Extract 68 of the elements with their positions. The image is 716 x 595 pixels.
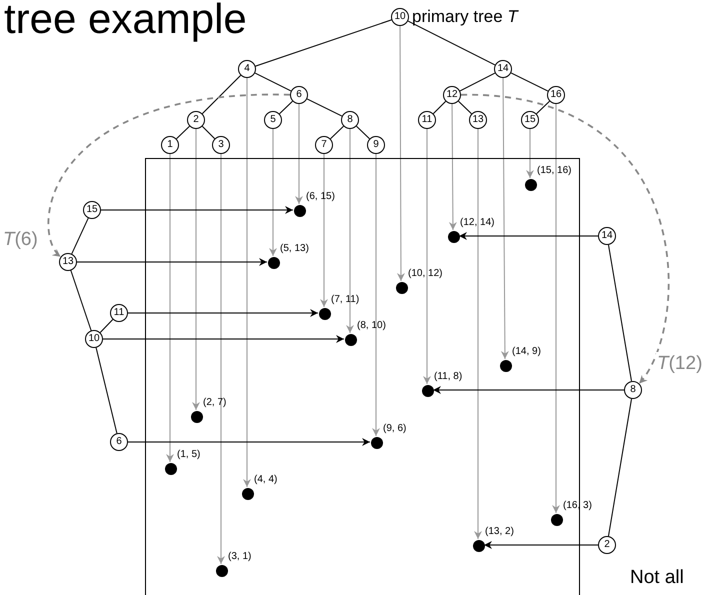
tree-edge: [432, 100, 446, 114]
tree-edge: [608, 398, 632, 537]
point-label: (4, 4): [254, 474, 278, 486]
point-label: (8, 10): [357, 320, 386, 332]
tree-edge: [71, 218, 89, 254]
point-label: (15, 16): [537, 165, 572, 177]
arrow: [217, 154, 225, 564]
arrow: [320, 154, 328, 308]
arrow: [458, 232, 598, 240]
arrow: [269, 128, 277, 256]
arrow: [346, 128, 354, 334]
arrow: [526, 128, 534, 178]
arrow: [552, 104, 560, 514]
arrow: [128, 309, 318, 317]
tree-edge: [356, 126, 370, 140]
arrow: [484, 541, 598, 549]
point-label: (3, 1): [228, 551, 252, 563]
arrow: [432, 386, 624, 394]
edge-label: T(6): [2, 228, 39, 252]
arrow: [500, 78, 509, 360]
arrow: [423, 128, 431, 384]
tree-edge: [408, 20, 496, 66]
point-label: (14, 9): [512, 346, 541, 358]
point-label: (9, 6): [383, 423, 406, 435]
tree-edge: [70, 270, 92, 331]
tree-edge: [458, 100, 472, 114]
point-label: (10, 12): [408, 268, 442, 280]
point-label: (13, 2): [485, 526, 514, 538]
arrow: [128, 438, 370, 446]
point-label: (1, 5): [177, 449, 200, 461]
edge-label: T(12): [656, 352, 704, 376]
point-label: (12, 14): [460, 217, 494, 229]
tree-edge: [536, 100, 550, 114]
tree-edge: [330, 126, 344, 140]
tree-edge: [96, 347, 118, 434]
arrow: [460, 94, 670, 384]
point-label: (11, 8): [434, 371, 462, 383]
tree-edge: [254, 72, 292, 92]
tree-edge: [100, 318, 114, 334]
tree-edge: [176, 126, 190, 140]
tree-edge: [202, 74, 242, 114]
arrow: [372, 154, 380, 436]
arrow: [448, 104, 457, 230]
tree-edge: [202, 126, 216, 140]
title: tree example: [4, 0, 247, 44]
arrow: [243, 78, 251, 488]
note-text: Not all: [630, 566, 684, 590]
arrow: [295, 104, 303, 204]
tree-edge: [460, 72, 496, 92]
tree-edge: [255, 19, 392, 67]
tree-edge: [278, 100, 294, 114]
tree-edge: [510, 72, 548, 92]
arrow: [396, 26, 405, 282]
point-label: (16, 3): [563, 500, 592, 512]
arrow: [166, 154, 174, 462]
point-label: (7, 11): [331, 294, 360, 306]
point-label: (2, 7): [203, 397, 226, 409]
arrow: [192, 128, 200, 410]
arrow: [102, 335, 344, 343]
tree-edge: [306, 98, 342, 117]
point-label: (5, 13): [280, 243, 309, 255]
arrow: [100, 206, 294, 214]
tree-edge: [608, 244, 632, 382]
point-label: (6, 15): [306, 191, 335, 203]
tree-caption: primary tree T: [412, 6, 518, 28]
arrow: [474, 128, 482, 540]
arrow: [48, 94, 290, 258]
arrow: [76, 258, 268, 266]
